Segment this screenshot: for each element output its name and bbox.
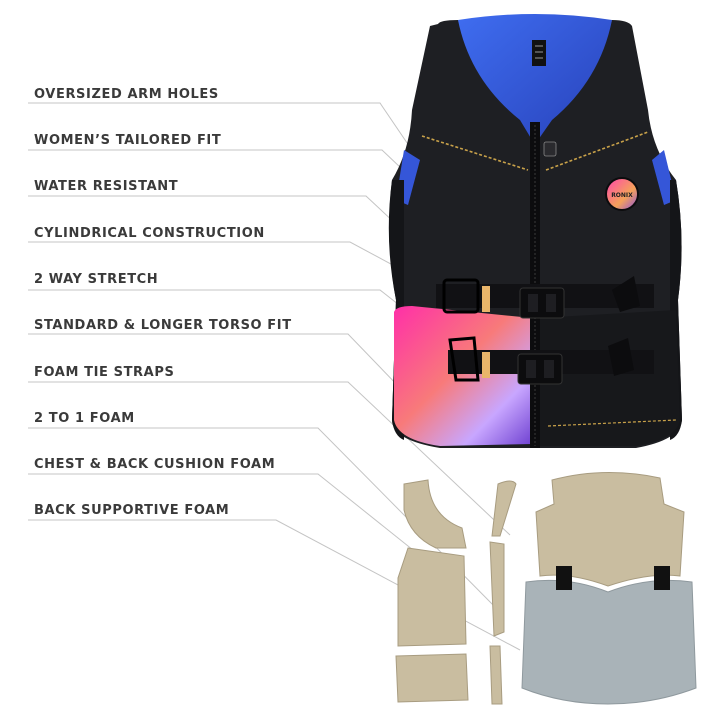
feature-label-2-to-1-foam: 2 TO 1 FOAM <box>34 411 135 426</box>
upper-strap-tab <box>482 286 490 312</box>
foam-piece-thin-top <box>491 480 517 537</box>
foam-piece-top-left <box>403 479 467 549</box>
leader-line-3 <box>28 195 429 255</box>
foam-back-grey <box>521 579 697 705</box>
vest-lower-right-panel <box>538 310 680 446</box>
foam-piece-thin-bottom <box>489 645 503 705</box>
foam-piece-bottom-left <box>395 653 469 703</box>
feature-label-foam-tie-straps: FOAM TIE STRAPS <box>34 365 175 380</box>
foam-piece-thin-mid <box>489 541 505 637</box>
feature-label-chest-back-cushion-foam: CHEST & BACK CUSHION FOAM <box>34 457 276 472</box>
leader-line-8 <box>28 427 501 613</box>
neck-label <box>532 40 546 66</box>
feature-label-2-way-stretch: 2 WAY STRETCH <box>34 272 159 287</box>
feature-label-torso-fit: STANDARD & LONGER TORSO FIT <box>34 318 292 333</box>
feature-label-womens-tailored-fit: WOMEN’S TAILORED FIT <box>34 133 222 148</box>
zipper-pull <box>543 141 557 157</box>
foam-tie-tab-right <box>654 566 670 590</box>
feature-label-water-resistant: WATER RESISTANT <box>34 179 179 194</box>
feature-label-cylindrical-construction: CYLINDRICAL CONSTRUCTION <box>34 226 265 241</box>
gold-trim-left <box>421 135 529 171</box>
leader-line-2 <box>28 149 441 206</box>
lower-buckle <box>517 353 563 385</box>
leader-line-4 <box>28 241 403 271</box>
feature-label-oversized-arm-holes: OVERSIZED ARM HOLES <box>34 87 219 102</box>
leader-line-9 <box>28 473 434 567</box>
life-vest: RONIX <box>388 14 682 448</box>
leader-line-1 <box>28 102 421 163</box>
feature-label-back-supportive-foam: BACK SUPPORTIVE FOAM <box>34 503 230 518</box>
foam-pieces <box>395 471 697 705</box>
upper-buckle <box>519 287 565 319</box>
foam-piece-mid-left <box>397 547 467 647</box>
leader-line-7 <box>28 381 511 536</box>
leader-line-5 <box>28 289 409 313</box>
brand-logo-text: RONIX <box>611 192 633 199</box>
upper-strap-loop <box>442 278 480 314</box>
lower-strap-loop <box>448 336 480 382</box>
lower-strap-tab <box>482 352 490 378</box>
foam-tie-tab-left <box>556 566 572 590</box>
vest-gradient-panel <box>394 306 532 446</box>
gold-trim-right <box>545 131 649 171</box>
ronix-r-icon: RONIX <box>605 177 639 211</box>
